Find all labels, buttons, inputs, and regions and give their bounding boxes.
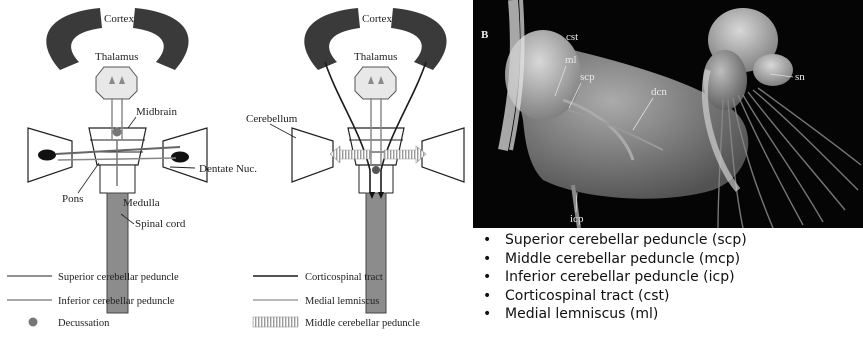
photo-label-ml: ml (565, 54, 577, 66)
legend-label-ml: Medial lemniscus (305, 296, 379, 307)
photo-label-cst: cst (566, 31, 578, 43)
tractography-image: B cst ml scp dcn icp sn (473, 0, 863, 228)
mid-cerebellum-left (292, 128, 333, 182)
mid-cortex-right-arc (391, 8, 447, 70)
left-spinal-label: Spinal cord (135, 218, 186, 230)
legend-swatch-decussation (29, 318, 38, 327)
middle-schematic: Cortex Thalamus Cerebellum (246, 8, 464, 313)
bullet-text-icp: Inferior cerebellar peduncle (icp) (505, 269, 735, 285)
left-medulla-label: Medulla (123, 197, 160, 209)
left-spinal-cord (107, 193, 128, 313)
mid-decussation-dot (372, 166, 380, 174)
left-decussation-dot (113, 128, 122, 137)
left-midbrain-label: Midbrain (136, 106, 177, 118)
mid-cerebellum-right (422, 128, 464, 182)
mid-cortex-left-arc (304, 8, 360, 70)
legend-label-icp: Inferior cerebellar peduncle (58, 296, 175, 307)
bullet-text-mcp: Middle cerebellar peduncle (mcp) (505, 251, 740, 267)
list-item: •Medial lemniscus (ml) (483, 305, 747, 324)
bullet-text-ml: Medial lemniscus (ml) (505, 306, 658, 322)
left-cortex-left-arc (46, 8, 102, 70)
list-item: •Superior cerebellar peduncle (scp) (483, 231, 747, 250)
mid-cerebellum-label: Cerebellum (246, 113, 298, 125)
left-dentate-label: Dentate Nuc. (199, 163, 257, 175)
left-cortex-label: Cortex (104, 13, 134, 25)
legend: Superior cerebellar peduncle Inferior ce… (7, 272, 420, 329)
list-item: •Corticospinal tract (cst) (483, 287, 747, 306)
mid-spinal-cord (366, 193, 386, 313)
left-dentate-nucleus-right (171, 152, 189, 163)
legend-label-mcp: Middle cerebellar peduncle (305, 318, 420, 329)
mid-mcp-arrow-right (384, 146, 426, 163)
legend-swatch-mcp (253, 317, 298, 327)
legend-label-scp: Superior cerebellar peduncle (58, 272, 179, 283)
left-thalamus-shape (96, 67, 137, 99)
mid-thalamus-label: Thalamus (354, 51, 397, 63)
bullet-text-scp: Superior cerebellar peduncle (scp) (505, 232, 747, 248)
photo-label-icp: icp (570, 213, 584, 225)
abbreviation-list: •Superior cerebellar peduncle (scp) •Mid… (483, 231, 747, 324)
legend-label-decussation: Decussation (58, 318, 110, 329)
photo-label-dcn: dcn (651, 86, 667, 98)
left-pons-label: Pons (62, 193, 83, 205)
left-schematic: Cortex Thalamus Midbrain Dentate Nuc. Po… (28, 8, 257, 313)
photo-label-sn: sn (795, 71, 805, 83)
left-thalamus-label: Thalamus (95, 51, 138, 63)
mid-thalamus-shape (355, 67, 396, 99)
photo-label-scp: scp (580, 71, 595, 83)
mid-cortex-label: Cortex (362, 13, 392, 25)
left-cortex-right-arc (133, 8, 189, 70)
photo-panel-letter: B (481, 29, 489, 41)
schematic-diagrams: Cortex Thalamus Midbrain Dentate Nuc. Po… (0, 0, 473, 340)
list-item: •Middle cerebellar peduncle (mcp) (483, 250, 747, 269)
legend-label-cst: Corticospinal tract (305, 272, 383, 283)
list-item: •Inferior cerebellar peduncle (icp) (483, 268, 747, 287)
left-dentate-nucleus-left (38, 150, 56, 161)
bullet-text-cst: Corticospinal tract (cst) (505, 288, 669, 304)
